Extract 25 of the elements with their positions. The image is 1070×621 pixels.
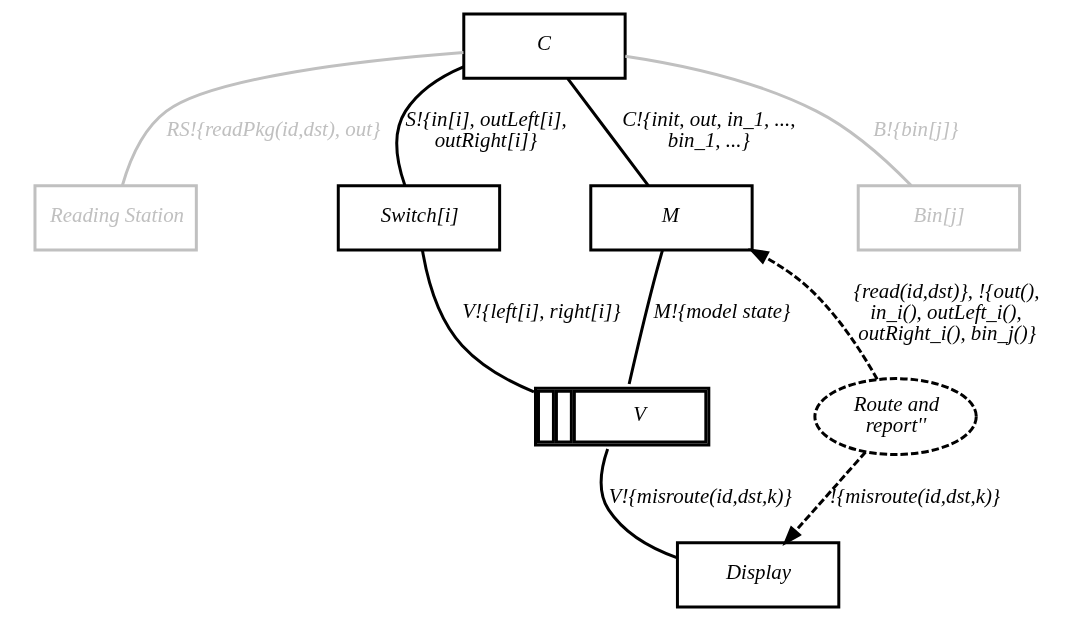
edge-label: {read(id,dst)}, !{out(), in_i(), outLeft_i(), outRight_i(), bin_j()} [853,279,1039,345]
node-box: C [461,12,627,80]
node-box: Switch[i] [336,184,501,252]
edge-label: B!{bin[j]} [872,117,958,142]
node-box: Display [675,541,840,609]
edge-label: V!{misroute(id,dst,k)} [608,483,792,508]
edge-label: V!{left[i], right[i]} [461,299,621,324]
node-box: Bin[j] [856,184,1021,252]
edge-label: M!{model state} [653,299,790,324]
connector [420,250,534,394]
connector [624,54,912,187]
node-box: Reading Station [33,184,198,252]
node-ellipse: Route and report'' [812,377,978,457]
connector [394,65,464,186]
connector [566,77,649,187]
connector [120,51,464,187]
connector [627,249,664,385]
edge-label: RS!{readPkg(id,dst), out} [165,117,380,142]
node-box: M [588,184,754,252]
edge-label: S!{in[i], outLeft[i], outRight[i]} [405,107,567,153]
edge-label: C!{init, out, in_1, ..., bin_1, ...} [621,107,795,153]
arrow [781,451,867,546]
connector [599,448,678,560]
arrow [747,248,879,381]
edge-label: !{misroute(id,dst,k)} [829,483,1000,508]
